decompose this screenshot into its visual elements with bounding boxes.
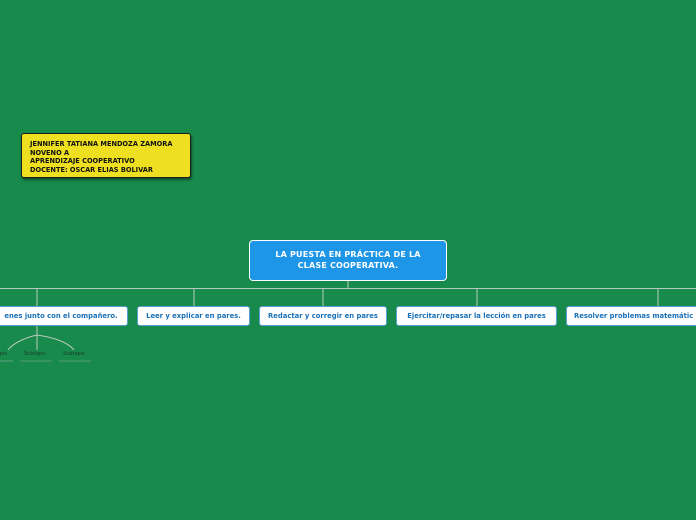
topic-label: Ejercitar/repasar la lección en pares [407,312,546,320]
note-line-subject: APRENDIZAJE COOPERATIVO [30,157,135,166]
connector-subtopic-1 [7,334,38,351]
topic-junto-companero[interactable]: enes junto con el compañero. [0,306,128,326]
central-topic-line-1: LA PUESTA EN PRÁCTICA DE LA [275,250,421,259]
central-topic[interactable]: LA PUESTA EN PRÁCTICA DE LA CLASE COOPER… [249,240,447,281]
subtopic-2[interactable]: Subtopic [24,351,46,357]
topic-label: Redactar y corregir en pares [268,312,378,320]
topic-leer-explicar[interactable]: Leer y explicar en pares. [137,306,250,326]
topic-resolver-problemas[interactable]: Resolver problemas matemátic [566,306,696,326]
subtopic-1[interactable]: pic [0,351,8,357]
topic-redactar-corregir[interactable]: Redactar y corregir en pares [259,306,387,326]
note-line-grade: NOVENO A [30,148,70,157]
topic-ejercitar-repasar[interactable]: Ejercitar/repasar la lección en pares [396,306,557,326]
central-topic-line-2: CLASE COOPERATIVA. [297,260,399,270]
subtopic-3[interactable]: Subtopic [63,351,85,357]
connector-subtopic-3 [36,334,75,351]
topic-label: enes junto con el compañero. [4,312,118,320]
note-line-teacher: DOCENTE: OSCAR ELIAS BOLIVAR [30,165,153,174]
topic-label: Resolver problemas matemátic [574,312,694,320]
topic-label: Leer y explicar en pares. [146,312,241,320]
note-line-name: JENNIFER TATIANA MENDOZA ZAMORA [30,140,173,148]
info-note[interactable]: JENNIFER TATIANA MENDOZA ZAMORA NOVENO A… [21,133,191,178]
